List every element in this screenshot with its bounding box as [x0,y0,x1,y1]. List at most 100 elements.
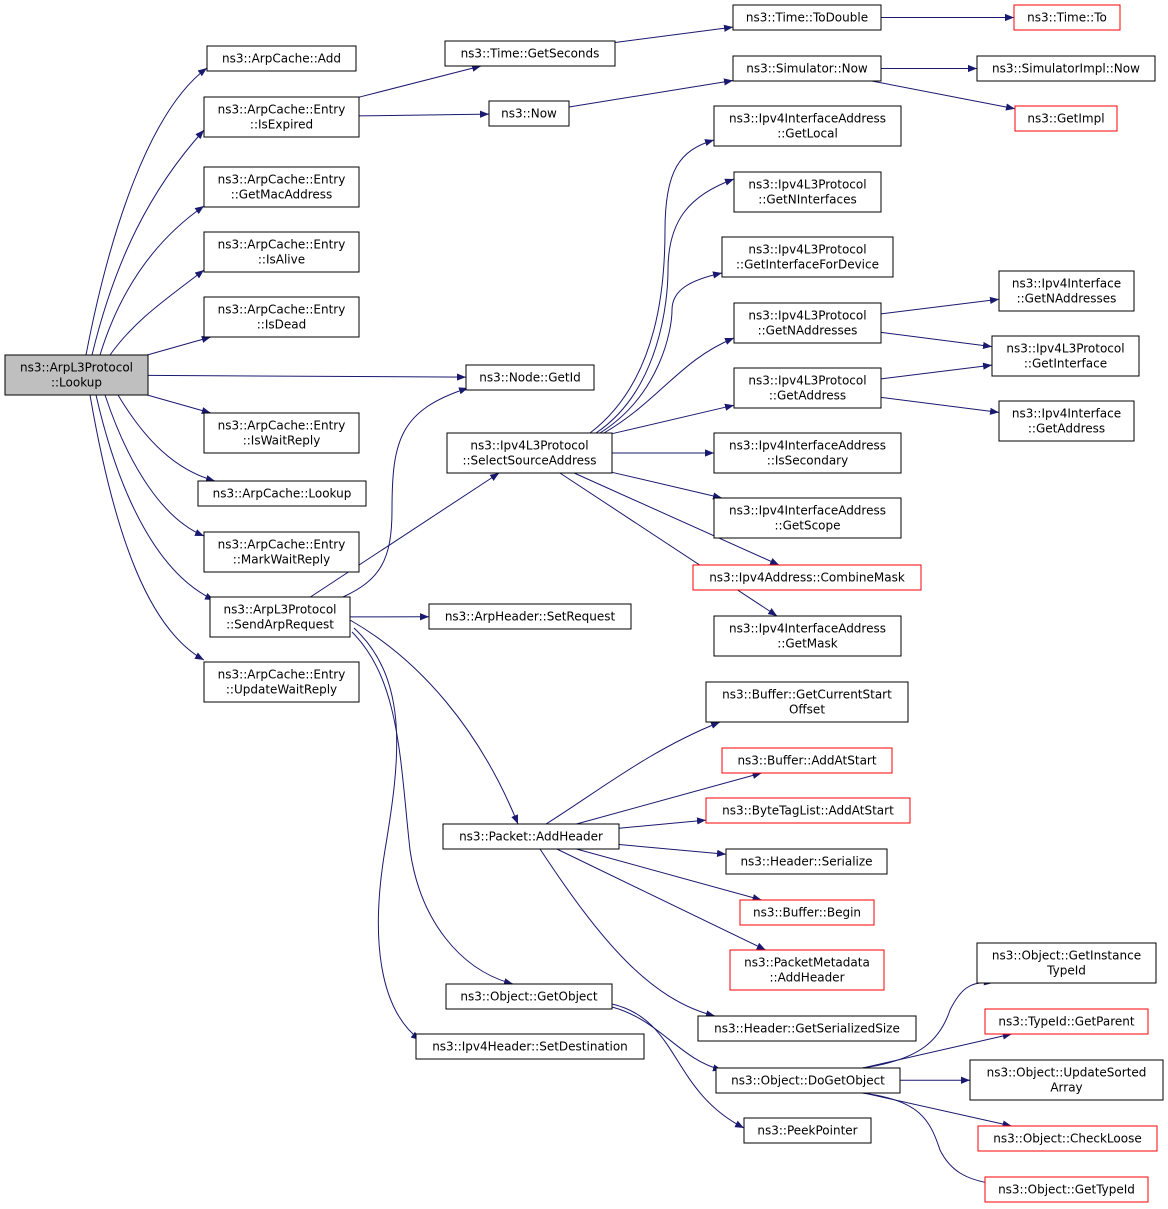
node-label: ns3::Ipv4L3Protocol [748,309,866,323]
node-ifgetnaddr[interactable]: ns3::Ipv4Interface::GetNAddresses [998,270,1135,312]
node-simimplnow[interactable]: ns3::SimulatorImpl::Now [976,55,1156,82]
node-label: ns3::ArpCache::Lookup [213,487,352,501]
call-edge-root-to-cachelookup [117,394,216,483]
node-box [197,480,367,507]
node-root[interactable]: ns3::ArpL3Protocol::Lookup [4,354,149,396]
node-label: ::GetInterfaceForDevice [736,258,879,272]
node-cachelookup[interactable]: ns3::ArpCache::Lookup [197,480,367,507]
node-getmac[interactable]: ns3::ArpCache::Entry::GetMacAddress [203,166,360,208]
call-edge-selectsrc-to-getscope [611,471,723,500]
node-peekpointer[interactable]: ns3::PeekPointer [743,1117,872,1144]
node-timeto[interactable]: ns3::Time::To [1013,4,1121,31]
call-edge-addheader-to-pmaddheader [556,848,766,951]
node-ifgetaddr[interactable]: ns3::Ipv4Interface::GetAddress [998,400,1135,442]
node-markwait[interactable]: ns3::ArpCache::Entry::MarkWaitReply [203,531,360,573]
node-typeidparent[interactable]: ns3::TypeId::GetParent [984,1008,1149,1035]
node-getninterfaces[interactable]: ns3::Ipv4L3Protocol::GetNInterfaces [733,171,882,213]
call-edge-getobject-to-dogetobject [611,1006,723,1072]
node-getobject[interactable]: ns3::Object::GetObject [445,983,613,1010]
node-box [977,1125,1158,1152]
node-box [713,615,902,657]
node-box [733,367,882,409]
node-isexpired[interactable]: ns3::ArpCache::Entry::IsExpired [203,96,360,138]
node-getseconds[interactable]: ns3::Time::GetSeconds [444,40,616,67]
node-label: ::GetMask [777,637,837,651]
node-box [442,823,620,850]
node-bufbegin[interactable]: ns3::Buffer::Begin [739,899,875,926]
node-todouble[interactable]: ns3::Time::ToDouble [732,4,882,31]
node-label: ns3::Ipv4L3Protocol [748,243,866,257]
node-getscope[interactable]: ns3::Ipv4InterfaceAddress::GetScope [713,497,902,539]
call-edge-addheader-to-bufbegin [576,848,762,902]
node-box [428,603,632,630]
node-label: ::IsExpired [250,118,313,132]
node-label: ns3::Ipv4InterfaceAddress [729,439,886,453]
node-now[interactable]: ns3::Now [488,100,570,127]
call-edge-getaddress-to-l3getiface [880,362,993,380]
node-label: ::GetMacAddress [231,188,333,202]
node-getimpl[interactable]: ns3::GetImpl [1014,105,1118,132]
node-label: ns3::Object::GetTypeId [998,1183,1135,1197]
call-edge-root-to-markwait [104,394,205,537]
node-selectsrc[interactable]: ns3::Ipv4L3Protocol::SelectSourceAddress [446,432,613,474]
node-box [998,270,1135,312]
node-label: ns3::Object::CheckLoose [993,1132,1141,1146]
node-objgettypeid[interactable]: ns3::Object::GetTypeId [984,1176,1149,1203]
node-hdrgetsize[interactable]: ns3::Header::GetSerializedSize [697,1015,917,1042]
node-simnow[interactable]: ns3::Simulator::Now [732,55,882,82]
node-setdest[interactable]: ns3::Ipv4Header::SetDestination [415,1033,645,1060]
node-label: ns3::Ipv4InterfaceAddress [729,622,886,636]
node-label: ns3::Object::DoGetObject [731,1074,885,1088]
node-iswaitreply[interactable]: ns3::ArpCache::Entry::IsWaitReply [203,412,360,454]
node-label: ns3::ArpCache::Entry [218,668,346,682]
node-nodegetid[interactable]: ns3::Node::GetId [465,364,595,391]
node-label: ns3::Object::UpdateSorted [987,1066,1147,1080]
node-label: ns3::Ipv4L3Protocol [748,374,866,388]
node-getiffordev[interactable]: ns3::Ipv4L3Protocol::GetInterfaceForDevi… [721,236,894,278]
node-label: ns3::Node::GetId [479,371,581,385]
node-box [203,661,360,703]
node-sendarp[interactable]: ns3::ArpL3Protocol::SendArpRequest [209,596,351,638]
node-label: TypeId [1046,964,1086,978]
node-checkloose[interactable]: ns3::Object::CheckLoose [977,1125,1158,1152]
node-box [725,848,888,875]
node-getnaddresses[interactable]: ns3::Ipv4L3Protocol::GetNAddresses [733,302,882,344]
call-edge-getnaddresses-to-ifgetnaddr [880,296,1000,315]
node-updatewait[interactable]: ns3::ArpCache::Entry::UpdateWaitReply [203,661,360,703]
node-getlocal[interactable]: ns3::Ipv4InterfaceAddress::GetLocal [713,105,902,147]
call-edge-dogetobject-to-typeidparent [862,1032,1012,1069]
node-hdrserialize[interactable]: ns3::Header::Serialize [725,848,888,875]
node-label: ns3::Ipv4L3Protocol [1006,342,1124,356]
node-addheader[interactable]: ns3::Packet::AddHeader [442,823,620,850]
node-getmask[interactable]: ns3::Ipv4InterfaceAddress::GetMask [713,615,902,657]
call-edge-selectsrc-to-getmask [559,472,778,617]
node-setrequest[interactable]: ns3::ArpHeader::SetRequest [428,603,632,630]
node-label: ns3::Ipv4Interface [1012,277,1121,291]
node-isalive[interactable]: ns3::ArpCache::Entry::IsAlive [203,231,360,273]
node-label: ns3::Ipv4Address::CombineMask [709,571,905,585]
node-label: ns3::ArpCache::Entry [218,538,346,552]
node-add[interactable]: ns3::ArpCache::Add [206,45,357,72]
node-label: ::GetAddress [769,389,846,403]
node-combinemask[interactable]: ns3::Ipv4Address::CombineMask [692,564,922,591]
node-getaddress[interactable]: ns3::Ipv4L3Protocol::GetAddress [733,367,882,409]
node-label: ns3::Time::ToDouble [746,11,868,25]
node-issecondary[interactable]: ns3::Ipv4InterfaceAddress::IsSecondary [713,432,902,474]
node-pmaddheader[interactable]: ns3::PacketMetadata::AddHeader [729,949,885,991]
node-label: ::GetNAddresses [1017,292,1117,306]
node-btladdatstart[interactable]: ns3::ByteTagList::AddAtStart [705,797,911,824]
node-label: ns3::ArpL3Protocol [223,603,336,617]
node-l3getiface[interactable]: ns3::Ipv4L3Protocol::GetInterface [991,335,1140,377]
node-dogetobject[interactable]: ns3::Object::DoGetObject [715,1067,901,1094]
node-label: ::GetNInterfaces [758,193,856,207]
node-isdead[interactable]: ns3::ArpCache::Entry::IsDead [203,296,360,338]
node-box [976,942,1157,984]
node-box [415,1033,645,1060]
node-bufaddatstart[interactable]: ns3::Buffer::AddAtStart [721,747,893,774]
node-label: ::Lookup [51,376,102,390]
call-edge-selectsrc-to-getnaddresses [603,337,735,434]
